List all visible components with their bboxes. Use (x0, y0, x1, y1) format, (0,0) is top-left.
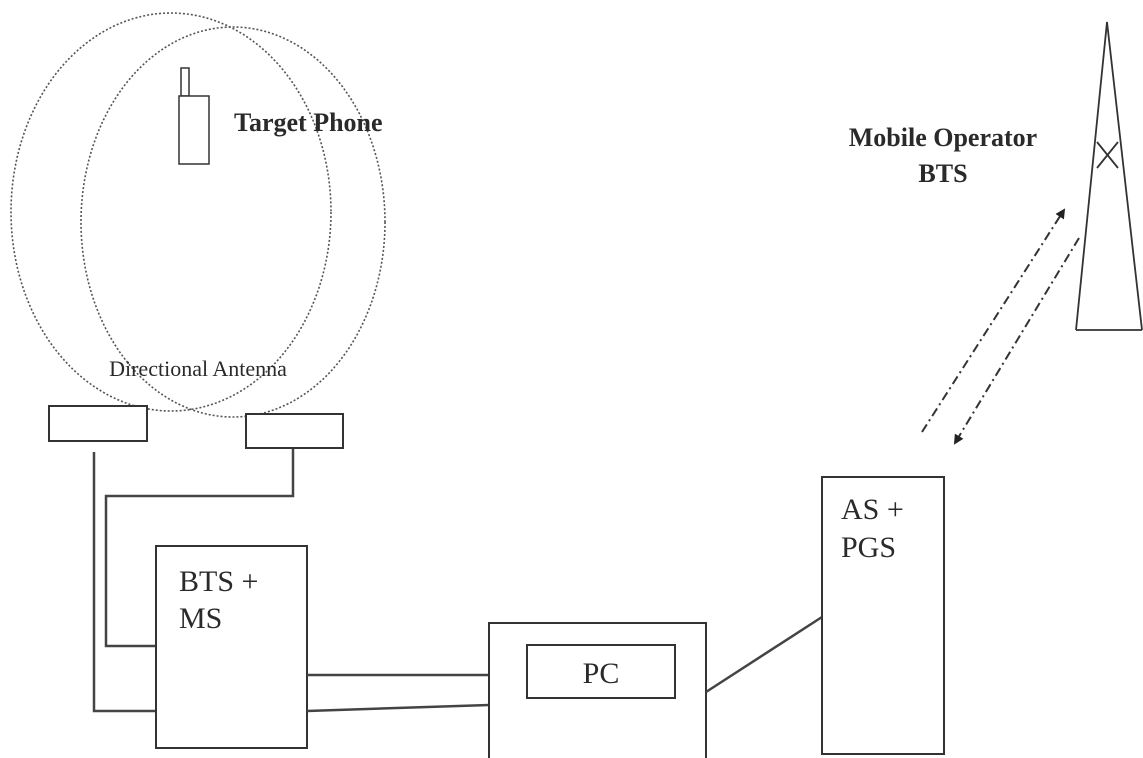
target-phone-icon (178, 67, 210, 165)
bts-ms-box (155, 545, 308, 749)
pc-box (526, 644, 676, 699)
as-pgs-box (821, 476, 945, 755)
downlink-arrow (953, 237, 1080, 445)
as-pgs-label-line2: PGS (841, 531, 896, 564)
antenna-lobe-right (80, 26, 386, 418)
operator-bts-label-line2: BTS (918, 159, 967, 188)
antenna-lobe-left (10, 12, 332, 412)
as-pgs-label-line1: AS + (841, 493, 904, 526)
antenna-left (48, 405, 148, 442)
operator-tower-icon (1075, 21, 1143, 331)
bts-pc-link-lower (306, 703, 490, 713)
directional-antenna-label: Directional Antenna (109, 356, 287, 381)
antenna-left-cable (92, 452, 156, 713)
target-phone-label: Target Phone (234, 108, 383, 137)
pc-as-link (705, 615, 823, 694)
bts-ms-label-line1: BTS + (179, 565, 258, 598)
uplink-arrow (921, 208, 1066, 433)
antenna-right (245, 413, 344, 449)
pc-label: PC (583, 657, 620, 690)
antenna-right-cable (104, 449, 295, 648)
operator-bts-label-line1: Mobile Operator (849, 123, 1037, 152)
bts-ms-label-line2: MS (179, 602, 222, 635)
